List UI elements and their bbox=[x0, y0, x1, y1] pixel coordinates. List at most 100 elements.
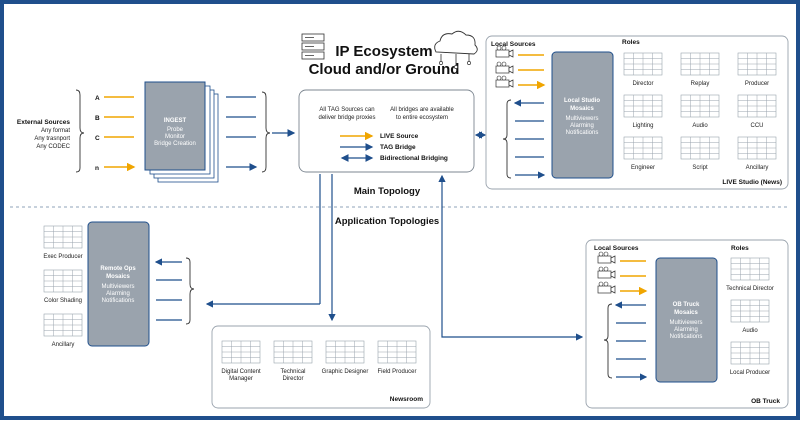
live-source-arrows bbox=[104, 96, 134, 167]
ingest-function: Probe bbox=[167, 127, 184, 133]
remote-mosaics-title: Remote Ops bbox=[100, 266, 136, 272]
newsroom-box bbox=[211, 325, 431, 409]
multiviewer-icon bbox=[623, 52, 663, 76]
ob-live-arrows bbox=[620, 260, 646, 291]
bridges-brace bbox=[261, 91, 271, 173]
role-label: Audio bbox=[742, 328, 758, 334]
role-label: Color Shading bbox=[44, 298, 82, 304]
ob-truck-caption: OB Truck bbox=[751, 398, 780, 405]
multiviewer-icon bbox=[737, 136, 777, 160]
external-sources-line: Any CODEC bbox=[36, 144, 70, 150]
remote-brace bbox=[185, 257, 195, 325]
multiviewer-icon bbox=[43, 225, 83, 249]
studio-live-arrows bbox=[518, 54, 544, 85]
studio-roles-label: Roles bbox=[622, 39, 640, 46]
multiviewer-icon bbox=[623, 136, 663, 160]
source-n-label: n bbox=[95, 165, 99, 172]
application-topologies-label: Application Topologies bbox=[335, 216, 439, 227]
studio-brace bbox=[502, 99, 512, 179]
legend-tag-label: TAG Bridge bbox=[380, 144, 416, 151]
multiviewer-icon bbox=[43, 269, 83, 293]
ob-mosaics-feature: Alarming bbox=[674, 327, 698, 333]
ob-truck-link bbox=[438, 174, 584, 341]
multiviewer-icon bbox=[221, 340, 261, 364]
ecosystem-note-2b: to entire ecosystem bbox=[396, 115, 448, 121]
multiviewer-icon bbox=[680, 52, 720, 76]
studio-mosaics-block bbox=[551, 51, 614, 179]
role-label: Engineer bbox=[631, 165, 655, 171]
ingest-block: INGEST Probe Monitor Bridge Creation bbox=[144, 81, 219, 183]
remote-mosaics-feature: Notifications bbox=[102, 298, 135, 304]
ingest-title: INGEST bbox=[164, 118, 187, 124]
role-label: CCU bbox=[751, 123, 764, 129]
source-c-label: C bbox=[95, 135, 100, 142]
ob-mosaics-block bbox=[655, 257, 718, 383]
studio-mosaics-feature: Multiviewers bbox=[565, 116, 598, 122]
ecosystem-note-1b: deliver bridge proxies bbox=[318, 115, 375, 121]
ecosystem-note-1a: All TAG Sources can bbox=[319, 107, 374, 113]
server-icon bbox=[301, 33, 325, 60]
role-label: Lighting bbox=[632, 123, 653, 129]
role-label: Producer bbox=[745, 81, 769, 87]
topology-diagram: IP Ecosystem Cloud and/or Ground Externa… bbox=[10, 30, 790, 409]
external-sources-label: External Sources Any format Any trasnpor… bbox=[17, 119, 71, 150]
multiviewer-icon bbox=[325, 340, 365, 364]
role-label: Local Producer bbox=[730, 370, 770, 376]
studio-mosaics-feature: Notifications bbox=[566, 130, 599, 136]
external-sources-line: Any format bbox=[41, 128, 70, 134]
multiviewer-icon bbox=[377, 340, 417, 364]
role-label: Audio bbox=[692, 123, 708, 129]
ecosystem-box bbox=[298, 89, 475, 173]
ingest-function: Monitor bbox=[165, 134, 185, 140]
multiviewer-icon bbox=[680, 136, 720, 160]
legend-bidir-label: Bidirectional Bridging bbox=[380, 155, 448, 162]
remote-mosaics-feature: Alarming bbox=[106, 291, 130, 297]
ob-mosaics-title: OB Truck bbox=[673, 302, 700, 308]
remote-mosaics-feature: Multiviewers bbox=[101, 284, 134, 290]
multiviewer-icon bbox=[623, 94, 663, 118]
legend-live-label: LIVE Source bbox=[380, 133, 419, 140]
newsroom-caption: Newsroom bbox=[390, 396, 423, 403]
multiviewer-icon bbox=[737, 94, 777, 118]
role-label: Script bbox=[692, 165, 708, 171]
multiviewer-icon bbox=[730, 257, 770, 281]
multiviewer-icon bbox=[43, 313, 83, 337]
remote-mosaics-title: Mosaics bbox=[106, 274, 130, 280]
multiviewer-icon bbox=[730, 341, 770, 365]
ob-bridge-arrows bbox=[616, 305, 646, 377]
source-a-label: A bbox=[95, 95, 100, 102]
studio-bridge-arrows bbox=[515, 103, 544, 175]
role-label: Director bbox=[632, 81, 653, 87]
role-label: Technical Director bbox=[726, 286, 774, 292]
source-b-label: B bbox=[95, 115, 100, 122]
multiviewer-icon bbox=[680, 94, 720, 118]
remote-mosaics-block bbox=[87, 221, 150, 347]
role-label: Exec Producer bbox=[43, 254, 82, 260]
ob-mosaics-feature: Multiviewers bbox=[669, 320, 702, 326]
studio-local-sources-label: Local Sources bbox=[491, 41, 536, 48]
role-label: Replay bbox=[691, 81, 710, 87]
role-label: Field Producer bbox=[377, 369, 416, 375]
ob-mosaics-title: Mosaics bbox=[674, 310, 698, 316]
ob-brace bbox=[603, 303, 613, 379]
studio-mosaics-title: Local Studio bbox=[564, 98, 600, 104]
multiviewer-icon bbox=[273, 340, 313, 364]
ob-local-sources-label: Local Sources bbox=[594, 245, 639, 252]
role-label: Graphic Designer bbox=[322, 369, 369, 375]
ob-mosaics-feature: Notifications bbox=[670, 334, 703, 340]
ecosystem-note-2a: All bridges are available bbox=[390, 107, 454, 113]
ecosystem-title-line1: IP Ecosystem bbox=[335, 43, 432, 60]
main-topology-label: Main Topology bbox=[354, 186, 421, 197]
ingest-function: Bridge Creation bbox=[154, 141, 196, 147]
remote-bridge-arrows bbox=[156, 262, 182, 321]
role-label: Ancillary bbox=[52, 342, 75, 348]
multiviewer-icon bbox=[737, 52, 777, 76]
ob-roles-label: Roles bbox=[731, 245, 749, 252]
cloud-icon bbox=[434, 30, 478, 69]
